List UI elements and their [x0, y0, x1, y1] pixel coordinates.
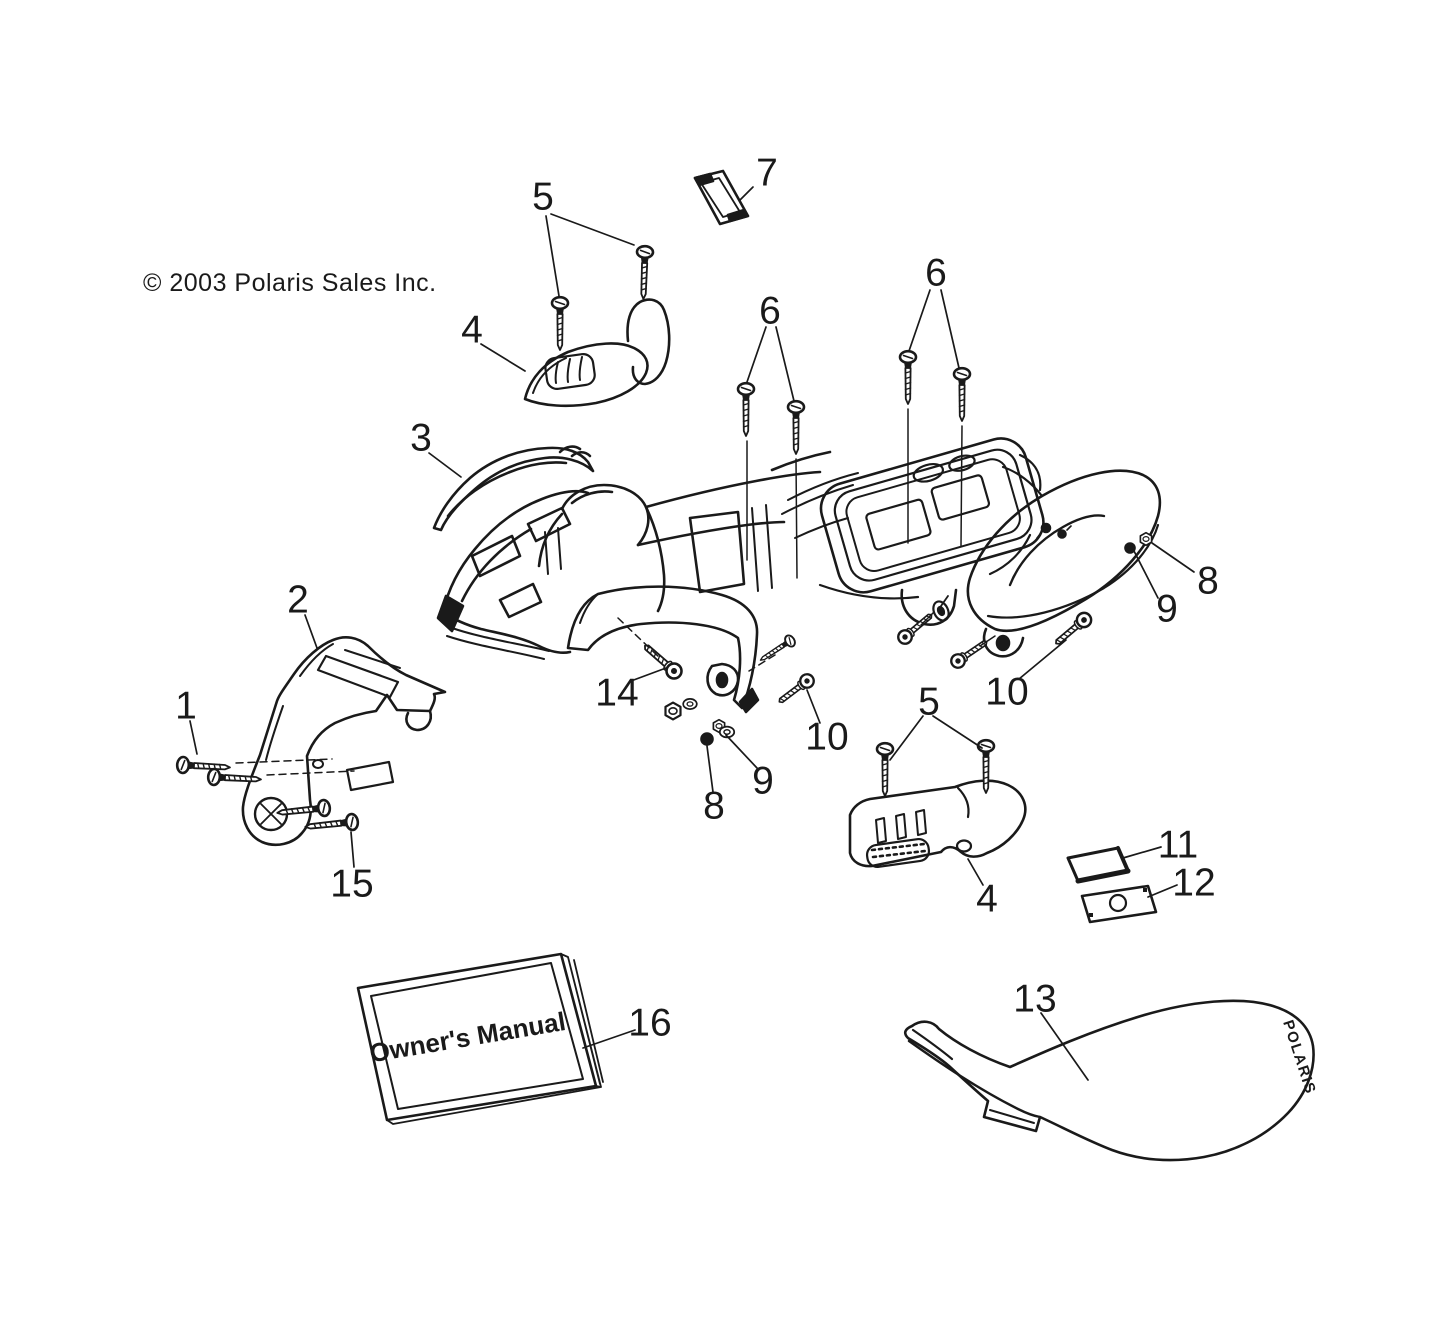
part-front-rack [432, 445, 595, 532]
callout-15: 15 [330, 862, 374, 906]
callout-10-left: 10 [805, 715, 849, 759]
leader-lines [189, 186, 1195, 1081]
part-rear-fender [966, 465, 1162, 658]
callout-13: 13 [1013, 977, 1057, 1021]
part-seat: POLARIS [903, 999, 1319, 1162]
part-cab-body [436, 437, 1045, 714]
callout-7: 7 [756, 151, 778, 195]
part-decal-11 [1066, 846, 1131, 884]
callout-11: 11 [1157, 823, 1199, 867]
callout-4-rear: 4 [976, 877, 998, 921]
part-plate-12 [1080, 884, 1158, 924]
part-side-panel-front [523, 298, 671, 408]
callout-6-right: 6 [925, 251, 947, 295]
part-owners-manual: Owner's Manual [356, 952, 604, 1125]
callout-14: 14 [595, 671, 639, 715]
alignment-lines [235, 408, 996, 776]
callout-6-left: 6 [759, 289, 781, 333]
callout-3: 3 [410, 416, 432, 460]
callout-5-bottom: 5 [918, 680, 940, 724]
callout-5-top: 5 [532, 175, 554, 219]
callout-9-right: 9 [1156, 587, 1178, 631]
fasteners [175, 244, 1153, 837]
callout-12: 12 [1172, 861, 1216, 905]
callout-9-left: 9 [752, 759, 774, 803]
part-front-fascia [241, 636, 447, 846]
part-side-panel-rear [848, 779, 1027, 869]
copyright-notice: © 2003 Polaris Sales Inc. [143, 269, 437, 297]
part-decal-7 [693, 169, 750, 226]
callout-4-front: 4 [461, 308, 483, 352]
callout-8-right: 8 [1197, 559, 1219, 603]
callout-10-right: 10 [985, 670, 1029, 714]
callout-8-left: 8 [703, 784, 725, 828]
callout-2: 2 [287, 578, 309, 622]
callout-16: 16 [628, 1001, 672, 1045]
callout-1: 1 [175, 684, 197, 728]
